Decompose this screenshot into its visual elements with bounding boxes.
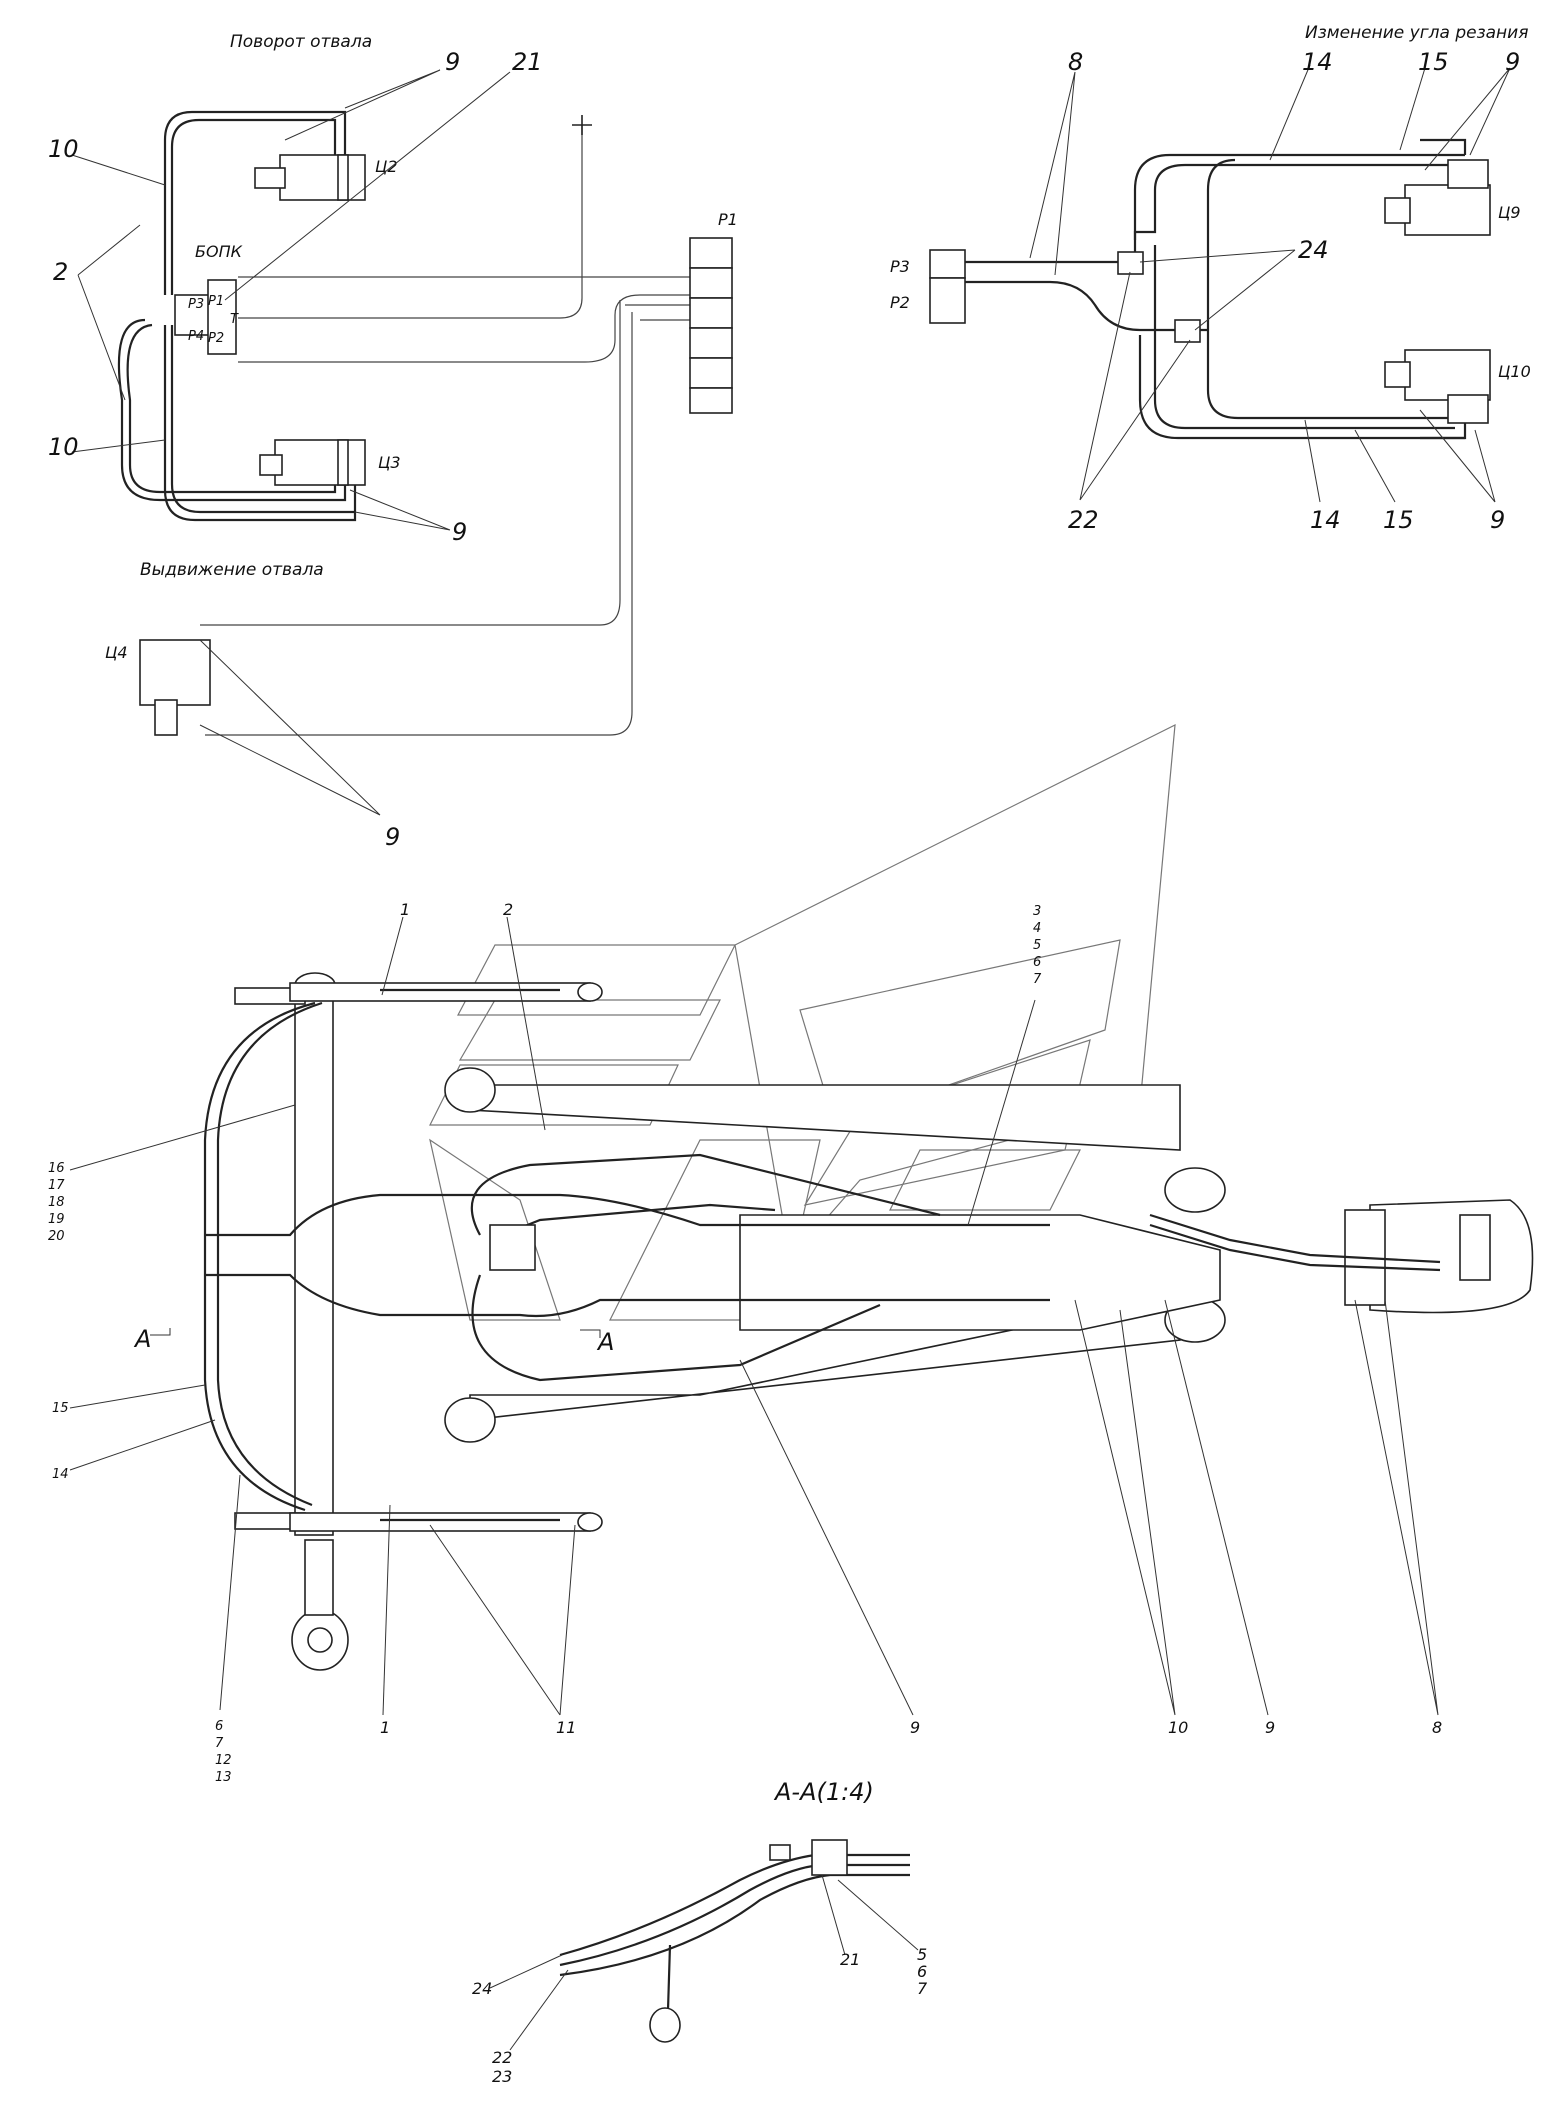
scheme-cutting-angle: Изменение угла резания P3 P2 Ц9 Ц10 bbox=[890, 23, 1531, 534]
callout-15a: 15 bbox=[1418, 48, 1449, 76]
callout-10b: 10 bbox=[48, 433, 79, 461]
callout-14b: 14 bbox=[1310, 506, 1341, 534]
callout-main-7: 7 bbox=[1033, 972, 1042, 987]
section-callout-23: 23 bbox=[492, 2067, 512, 2086]
distributor-p1-label: P1 bbox=[718, 210, 738, 229]
callout-main-3: 3 bbox=[1033, 904, 1041, 919]
tee-lower bbox=[1174, 319, 1201, 343]
callout-9a: 9 bbox=[445, 48, 460, 76]
callout-main-1-bottom: 1 bbox=[380, 1718, 390, 1737]
section-callout-22: 22 bbox=[492, 2048, 512, 2067]
callout-9c: 9 bbox=[385, 823, 400, 851]
callout-main-18: 18 bbox=[48, 1195, 65, 1210]
callout-main-5: 5 bbox=[1033, 938, 1041, 953]
cylinder-c2: Ц2 bbox=[254, 154, 398, 201]
valve-block bbox=[489, 1224, 536, 1271]
cylinder-c4-label: Ц4 bbox=[105, 643, 128, 662]
callout-15b: 15 bbox=[1383, 506, 1414, 534]
callout-main-20: 20 bbox=[48, 1229, 65, 1244]
callout-24: 24 bbox=[1298, 236, 1329, 264]
section-mark-a-right: A bbox=[596, 1328, 614, 1356]
port-p2: P2 bbox=[208, 331, 224, 346]
callout-9d: 9 bbox=[1505, 48, 1520, 76]
callout-main-8: 8 bbox=[1432, 1718, 1442, 1737]
port-p3-label: P3 bbox=[890, 257, 910, 276]
callout-main-6b: 6 bbox=[215, 1719, 223, 1734]
cylinder-c4: Ц4 bbox=[105, 639, 211, 736]
caption-cutting-angle: Изменение угла резания bbox=[1305, 23, 1528, 43]
cylinder-c9-label: Ц9 bbox=[1498, 203, 1521, 222]
callout-main-12: 12 bbox=[215, 1753, 232, 1768]
callout-main-1-top: 1 bbox=[400, 900, 410, 919]
callout-main-7b: 7 bbox=[215, 1736, 224, 1751]
tee-upper bbox=[1117, 251, 1144, 275]
callout-main-19: 19 bbox=[48, 1212, 65, 1227]
section-callout-21: 21 bbox=[840, 1950, 860, 1969]
callout-main-14: 14 bbox=[52, 1467, 69, 1482]
callout-9e: 9 bbox=[1490, 506, 1505, 534]
caption-blade-rotation: Поворот отвала bbox=[230, 32, 372, 52]
cylinder-c2-label: Ц2 bbox=[375, 157, 398, 176]
main-assembly-view: A A 1 2 3 4 5 6 7 16 17 18 19 20 15 14 6… bbox=[48, 723, 1534, 1785]
scheme-blade-rotation: Поворот отвала Выдвижение отвала БОПК P3… bbox=[48, 32, 738, 851]
cylinder-c10: Ц10 bbox=[1384, 349, 1531, 424]
section-callout-7: 7 bbox=[917, 1979, 928, 1998]
cylinder-c3-label: Ц3 bbox=[378, 453, 401, 472]
section-view-a-a: А-А(1:4) 21 5 6 7 24 22 23 bbox=[472, 1778, 928, 2086]
callout-10a: 10 bbox=[48, 135, 79, 163]
section-callout-24: 24 bbox=[472, 1979, 492, 1998]
distributor-p1: P1 bbox=[689, 210, 738, 414]
bopk-label: БОПК bbox=[195, 242, 243, 261]
callout-21: 21 bbox=[512, 48, 543, 76]
cylinder-c10-label: Ц10 bbox=[1498, 362, 1531, 381]
section-callout-5: 5 bbox=[917, 1945, 927, 1964]
port-t: T bbox=[230, 312, 239, 327]
callout-2: 2 bbox=[53, 258, 68, 286]
section-mark-a-left: A bbox=[133, 1325, 151, 1353]
callout-main-4: 4 bbox=[1033, 921, 1041, 936]
port-p3: P3 bbox=[188, 297, 204, 312]
callout-main-2: 2 bbox=[503, 900, 513, 919]
port-p4: P4 bbox=[188, 329, 204, 344]
callout-main-13: 13 bbox=[215, 1770, 232, 1785]
callout-main-15: 15 bbox=[52, 1401, 69, 1416]
callout-main-16: 16 bbox=[48, 1161, 65, 1176]
section-title: А-А(1:4) bbox=[773, 1778, 874, 1806]
callout-main-10: 10 bbox=[1168, 1718, 1188, 1737]
callout-22: 22 bbox=[1068, 506, 1099, 534]
callout-main-6: 6 bbox=[1033, 955, 1041, 970]
callout-9b: 9 bbox=[452, 518, 467, 546]
section-callout-6: 6 bbox=[917, 1962, 927, 1981]
callout-main-17: 17 bbox=[48, 1178, 65, 1193]
callout-main-9b: 9 bbox=[1265, 1718, 1275, 1737]
port-p2-label: P2 bbox=[890, 293, 910, 312]
callout-main-11: 11 bbox=[556, 1718, 576, 1737]
cylinder-c3: Ц3 bbox=[259, 439, 401, 486]
port-p1: P1 bbox=[208, 294, 224, 309]
callout-main-9a: 9 bbox=[910, 1718, 920, 1737]
callout-8: 8 bbox=[1068, 48, 1083, 76]
callout-14a: 14 bbox=[1302, 48, 1333, 76]
cylinder-c9: Ц9 bbox=[1384, 159, 1521, 236]
ports-p3-p2: P3 P2 bbox=[890, 249, 966, 324]
caption-blade-extension: Выдвижение отвала bbox=[140, 560, 324, 580]
